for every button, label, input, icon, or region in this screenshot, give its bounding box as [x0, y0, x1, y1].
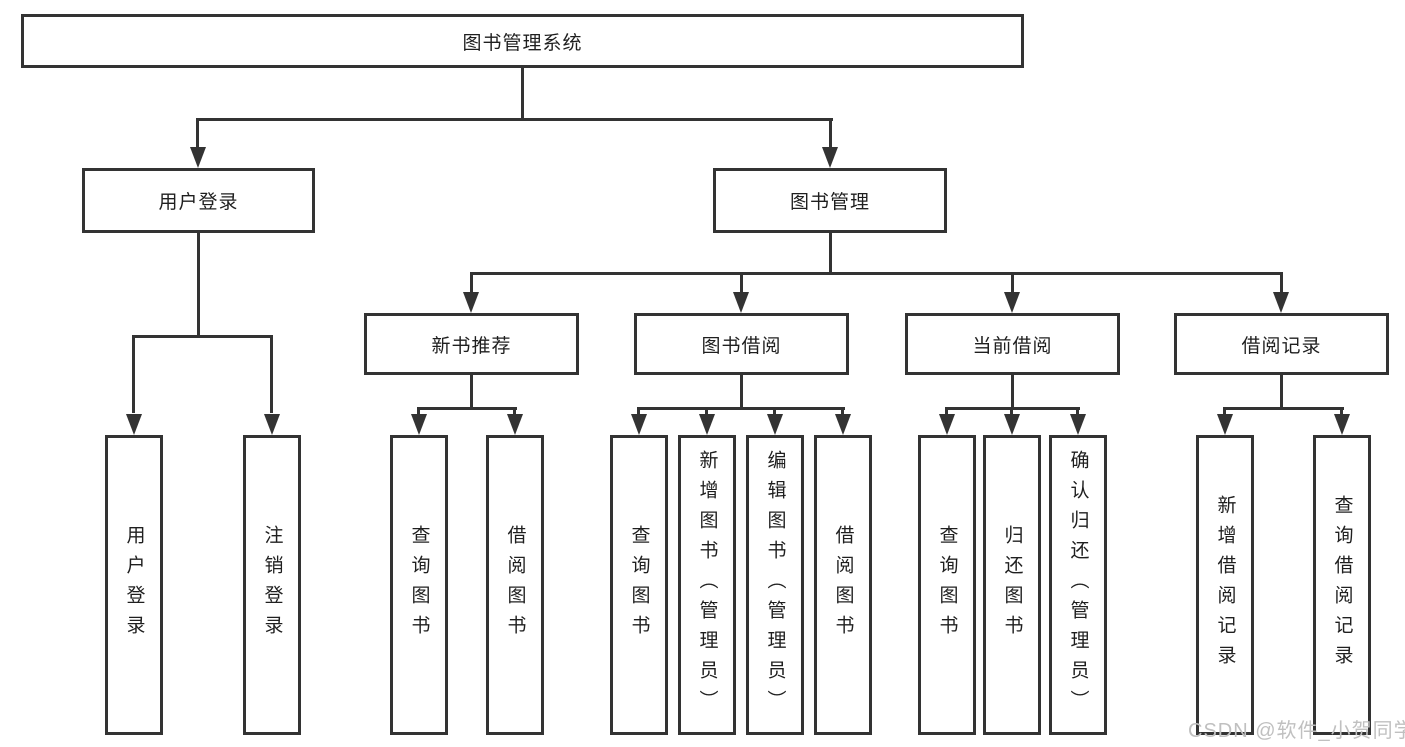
node-new-book-recommendation: 新书推荐 [364, 313, 579, 375]
arrow-down-icon [733, 292, 749, 313]
node-label: 当前借阅 [972, 335, 1053, 357]
arrow-down-icon [835, 414, 851, 435]
node-label: 归还图书 [1001, 525, 1023, 645]
connector-line [132, 335, 273, 338]
arrow-down-icon [190, 147, 206, 168]
arrow-down-icon [699, 414, 715, 435]
leaf-user-login: 用户登录 [105, 435, 163, 735]
node-label: 新书推荐 [431, 335, 512, 357]
leaf-query-borrow-record: 查询借阅记录 [1313, 435, 1371, 735]
node-label: 用户登录 [123, 525, 145, 645]
connector-line [773, 407, 776, 416]
leaf-add-borrow-record: 新增借阅记录 [1196, 435, 1254, 735]
connector-line [417, 407, 517, 410]
arrow-down-icon [463, 292, 479, 313]
arrow-down-icon [1273, 292, 1289, 313]
connector-line [521, 68, 524, 121]
node-book-management: 图书管理 [713, 168, 947, 233]
node-label: 借阅图书 [504, 525, 526, 645]
arrow-down-icon [939, 414, 955, 435]
connector-line [1011, 375, 1014, 409]
arrow-down-icon [631, 414, 647, 435]
leaf-logout: 注销登录 [243, 435, 301, 735]
connector-line [1076, 407, 1079, 416]
connector-line [132, 335, 135, 413]
leaf-query-books-current: 查询图书 [918, 435, 976, 735]
node-borrowing-records: 借阅记录 [1174, 313, 1389, 375]
arrow-down-icon [264, 414, 280, 435]
node-label: 借阅图书 [832, 525, 854, 645]
connector-line [470, 375, 473, 409]
connector-line [1010, 407, 1013, 416]
node-label: 查询借阅记录 [1331, 495, 1353, 675]
connector-line [637, 407, 640, 416]
node-label: 新增图书（管理员） [696, 450, 718, 720]
arrow-down-icon [126, 414, 142, 435]
leaf-borrow-books-recommend: 借阅图书 [486, 435, 544, 735]
node-label: 图书管理系统 [462, 32, 583, 54]
leaf-return-books: 归还图书 [983, 435, 1041, 735]
node-label: 用户登录 [158, 192, 239, 213]
node-label: 借阅记录 [1241, 335, 1322, 357]
csdn-watermark: CSDN @软件_小贺同学 [1188, 720, 1405, 742]
leaf-edit-book-admin: 编辑图书（管理员） [746, 435, 804, 735]
node-label: 注销登录 [261, 525, 283, 645]
connector-line [1011, 272, 1014, 293]
connector-line [1223, 407, 1226, 416]
node-label: 查询图书 [628, 525, 650, 645]
arrow-down-icon [767, 414, 783, 435]
arrow-down-icon [1334, 414, 1350, 435]
leaf-query-books-recommend: 查询图书 [390, 435, 448, 735]
connector-line [470, 272, 1283, 275]
connector-line [470, 272, 473, 293]
leaf-confirm-return-admin: 确认归还（管理员） [1049, 435, 1107, 735]
node-label: 图书借阅 [701, 335, 782, 357]
arrow-down-icon [1217, 414, 1233, 435]
connector-line [1340, 407, 1343, 416]
connector-line [637, 407, 845, 410]
connector-line [513, 407, 516, 416]
arrow-down-icon [1004, 414, 1020, 435]
node-label: 编辑图书（管理员） [764, 450, 786, 720]
node-book-borrowing: 图书借阅 [634, 313, 849, 375]
node-current-borrowing: 当前借阅 [905, 313, 1120, 375]
connector-line [196, 118, 199, 148]
connector-line [196, 118, 833, 121]
connector-line [1280, 375, 1283, 409]
connector-line [945, 407, 948, 416]
arrow-down-icon [411, 414, 427, 435]
node-label: 新增借阅记录 [1214, 495, 1236, 675]
connector-line [705, 407, 708, 416]
leaf-query-books-borrowing: 查询图书 [610, 435, 668, 735]
connector-line [740, 272, 743, 293]
connector-line [1280, 272, 1283, 293]
connector-line [197, 233, 200, 337]
arrow-down-icon [507, 414, 523, 435]
arrow-down-icon [1004, 292, 1020, 313]
leaf-borrow-books-borrowing: 借阅图书 [814, 435, 872, 735]
node-label: 查询图书 [936, 525, 958, 645]
node-user-login: 用户登录 [82, 168, 315, 233]
node-label: 查询图书 [408, 525, 430, 645]
connector-line [740, 375, 743, 409]
connector-line [829, 233, 832, 274]
connector-line [270, 335, 273, 413]
node-label: 图书管理 [789, 192, 870, 213]
node-library-system: 图书管理系统 [21, 14, 1024, 68]
connector-line [829, 118, 832, 148]
leaf-add-book-admin: 新增图书（管理员） [678, 435, 736, 735]
connector-line [841, 407, 844, 416]
node-label: 确认归还（管理员） [1067, 450, 1089, 720]
arrow-down-icon [822, 147, 838, 168]
connector-line [1223, 407, 1344, 410]
connector-line [417, 407, 420, 416]
arrow-down-icon [1070, 414, 1086, 435]
